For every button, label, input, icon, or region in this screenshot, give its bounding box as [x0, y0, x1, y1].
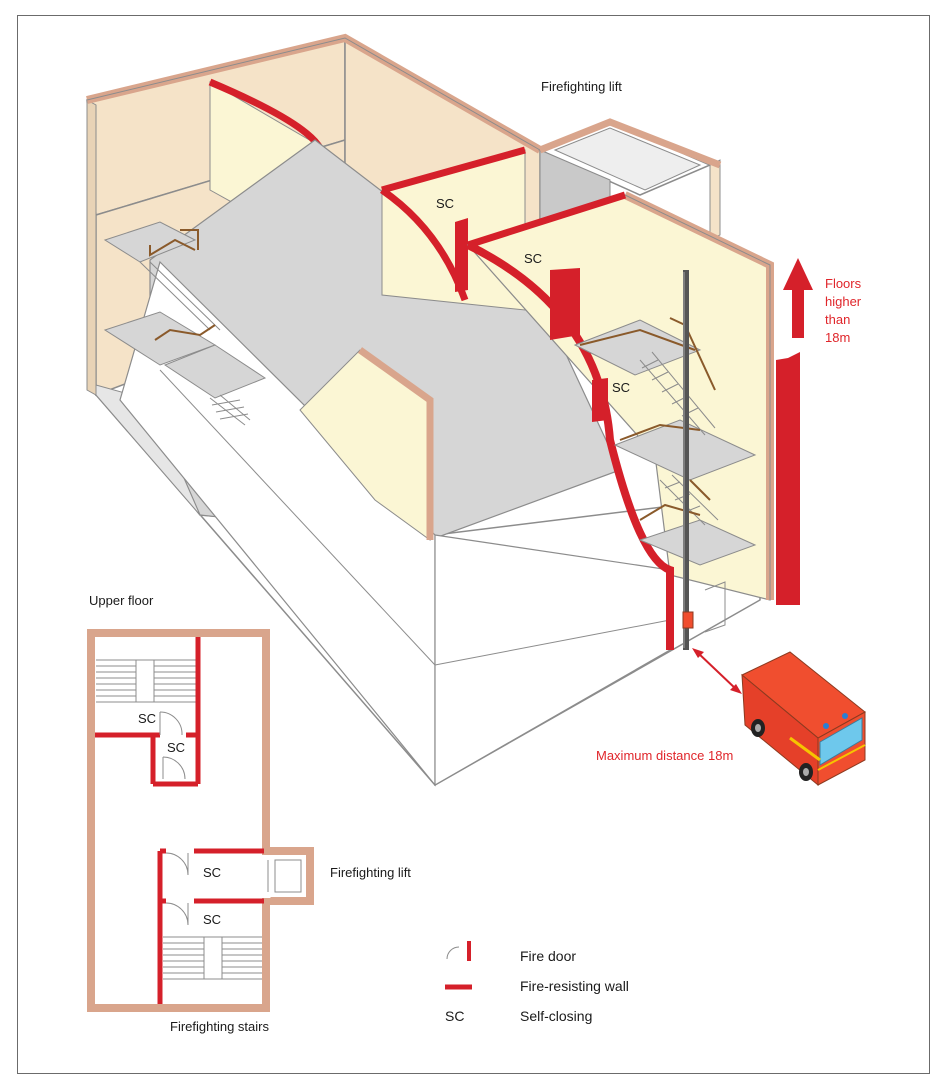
plan-sc-label-1: SC: [138, 711, 156, 726]
plan-fire-walls-bottom: [157, 848, 264, 1004]
fire-door-1: [455, 218, 468, 292]
legend-sc-abbrev: SC: [445, 1008, 464, 1024]
floors-higher-label: Floors higher than 18m: [825, 276, 865, 345]
floor-plan: SC SC SC SC: [87, 629, 314, 1012]
landing-right-1: [573, 319, 702, 376]
legend-self-closing-label: Self-closing: [520, 1008, 592, 1024]
fire-door-2: [550, 268, 580, 340]
ground-door: [704, 581, 726, 633]
max-distance-arrow: [692, 648, 742, 694]
landing-left-1: [103, 221, 197, 263]
plan-fire-walls-top: [95, 637, 201, 787]
legend: Fire door Fire-resisting wall SC Self-cl…: [445, 941, 629, 1024]
legend-fire-door-label: Fire door: [520, 948, 576, 964]
upper-floor-label: Upper floor: [89, 593, 154, 608]
sc-label-1: SC: [436, 196, 454, 211]
fire-door-3: [592, 378, 608, 422]
plan-stairs-top: [96, 659, 196, 703]
plan-outline: [87, 629, 270, 1012]
plan-doors-top: [159, 711, 186, 780]
fire-truck: [741, 651, 866, 787]
fire-door-icon: [446, 941, 471, 961]
legend-fire-wall-label: Fire-resisting wall: [520, 978, 629, 994]
sc-label-2: SC: [524, 251, 542, 266]
firefighting-lift-label-plan: Firefighting lift: [330, 865, 411, 880]
stairs-left: [139, 261, 251, 426]
landing-right-3: [638, 519, 757, 566]
sc-label-3: SC: [612, 380, 630, 395]
left-wall-edge: [86, 99, 97, 396]
figure-frame: [17, 15, 930, 1074]
plan-stairs-bottom: [163, 936, 262, 980]
riser-inlet: [682, 611, 694, 629]
plan-sc-label-3: SC: [203, 865, 221, 880]
fire-wall-stair: [466, 241, 674, 650]
building-3d: SC SC SC: [86, 33, 774, 787]
firefighting-stairs-label: Firefighting stairs: [170, 1019, 269, 1034]
plan-sc-label-2: SC: [167, 740, 185, 755]
handrails-left: [149, 229, 216, 341]
floors-higher-arrow: [776, 258, 813, 605]
max-distance-label: Maximum distance 18m: [596, 748, 733, 763]
firefighting-lift-label-top: Firefighting lift: [541, 79, 622, 94]
landing-left-3: [163, 344, 267, 399]
plan-sc-label-4: SC: [203, 912, 221, 927]
plan-doors-bottom: [165, 852, 189, 926]
